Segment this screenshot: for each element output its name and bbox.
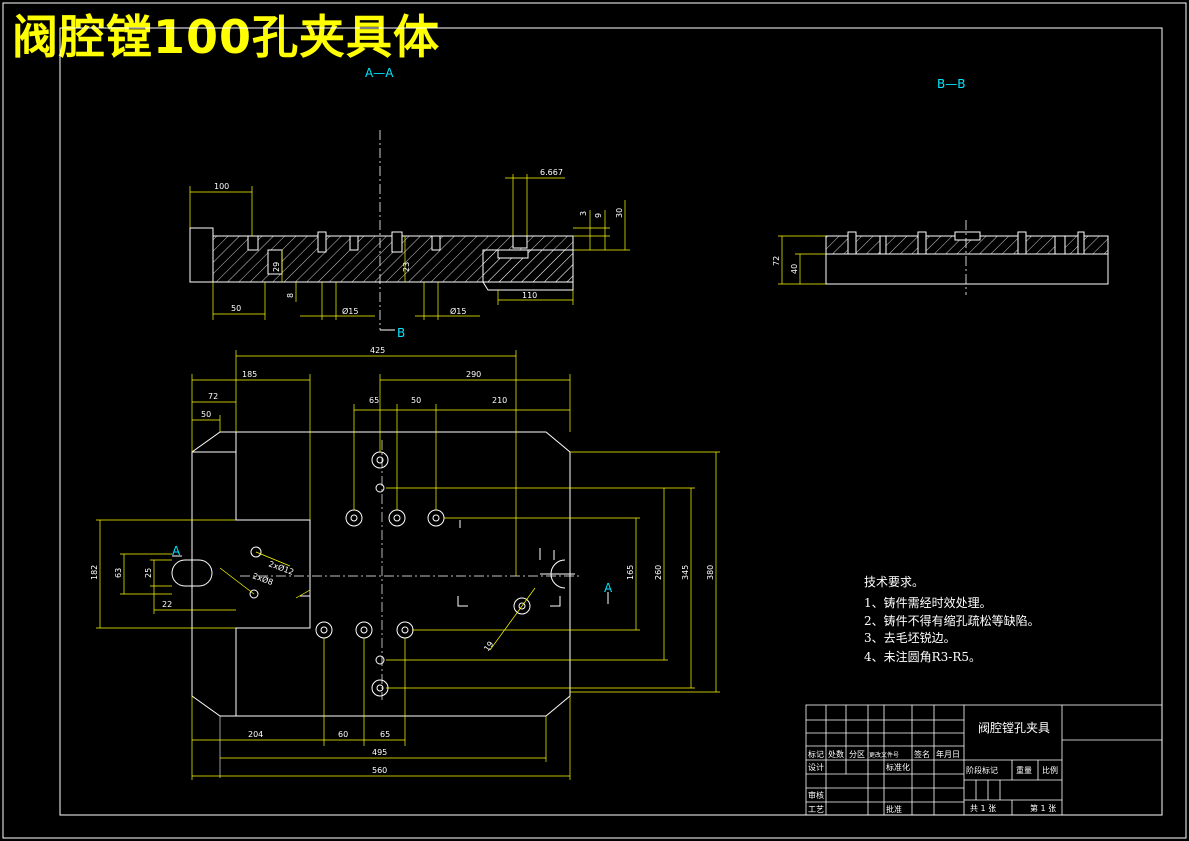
- dim-72: 72: [772, 256, 781, 266]
- dim-50-aa: 50: [231, 304, 241, 313]
- technical-notes: 技术要求。 1、铸件需经时效处理。 2、铸件不得有缩孔疏松等缺陷。 3、去毛坯锐…: [864, 575, 1040, 664]
- note-1: 1、铸件需经时效处理。: [864, 595, 992, 610]
- dim-345: 345: [681, 565, 690, 580]
- marker-b: B: [397, 326, 405, 340]
- dim-425: 425: [370, 346, 385, 355]
- plan-view: A A 425 185 290 72 65 50 210 50 165 260 …: [90, 346, 720, 780]
- dim-25: 25: [144, 568, 153, 578]
- section-aa-view: A—A: [189, 66, 630, 340]
- dim-63: 63: [114, 568, 123, 578]
- dim-60: 60: [338, 730, 348, 739]
- tb-label-count: 处数: [828, 749, 844, 759]
- dim-65-bottom: 65: [380, 730, 390, 739]
- title-block-part-name: 阀腔镗孔夹具: [978, 720, 1050, 735]
- tb-label-change-doc: 更改文件号: [869, 751, 899, 759]
- tb-review: 审核: [808, 790, 824, 800]
- tb-standard: 标准化: [886, 762, 910, 772]
- dim-9: 9: [594, 213, 603, 218]
- dim-8: 8: [286, 293, 295, 298]
- tb-stage-mark: 阶段标记: [966, 765, 998, 775]
- dim-100: 100: [214, 182, 229, 191]
- plan-outline: [191, 431, 571, 717]
- section-aa-label: A—A: [365, 66, 394, 80]
- dim-204: 204: [248, 730, 263, 739]
- tb-scale: 比例: [1042, 765, 1058, 775]
- dim-22: 22: [162, 600, 172, 609]
- dim-50-top: 50: [411, 396, 421, 405]
- notes-heading: 技术要求。: [864, 575, 924, 589]
- dim-2xd8: 2xØ8: [251, 570, 274, 587]
- title-block: 阀腔镗孔夹具 标记 处数 分区 更改文件号 签名 年月日 设计 标准化 审核 工…: [805, 704, 1163, 816]
- note-4: 4、未注圆角R3-R5。: [864, 649, 981, 664]
- dim-560: 560: [372, 766, 387, 775]
- dim-40: 40: [790, 264, 799, 274]
- dim-495: 495: [372, 748, 387, 757]
- dim-110: 110: [522, 291, 537, 300]
- inner-border: [59, 27, 1163, 816]
- tb-label-zone: 分区: [849, 750, 865, 759]
- dim-165: 165: [626, 565, 635, 580]
- dim-19: 19: [482, 640, 495, 654]
- drawing-title: 阀腔镗100孔夹具体: [12, 10, 441, 64]
- dim-2xd12: 2xØ12: [267, 558, 295, 576]
- dim-260: 260: [654, 565, 663, 580]
- marker-a-left: A: [172, 544, 181, 558]
- dim-210: 210: [492, 396, 507, 405]
- section-bb-view: B—B 72 40: [772, 77, 1109, 295]
- dim-d15-right: Ø15: [450, 306, 466, 316]
- section-bb-label: B—B: [937, 77, 965, 91]
- dim-182: 182: [90, 565, 99, 580]
- marker-a-right: A: [604, 581, 613, 595]
- dim-3: 3: [579, 211, 588, 216]
- tb-design: 设计: [808, 762, 824, 772]
- note-2: 2、铸件不得有缩孔疏松等缺陷。: [864, 613, 1040, 628]
- dim-30: 30: [615, 208, 624, 218]
- dim-d15-left: Ø15: [342, 306, 358, 316]
- tb-sheet-total: 共 1 张: [970, 804, 996, 813]
- tb-process: 工艺: [808, 805, 824, 814]
- tb-approve: 批准: [886, 804, 902, 814]
- dim-23: 23: [402, 262, 411, 272]
- tb-label-date: 年月日: [936, 749, 960, 759]
- dim-50-left: 50: [201, 410, 211, 419]
- tb-label-mark: 标记: [808, 749, 824, 759]
- dim-29: 29: [272, 262, 281, 272]
- dim-65-top: 65: [369, 396, 379, 405]
- dim-72-plan: 72: [208, 392, 218, 401]
- dim-185: 185: [242, 370, 257, 379]
- tb-label-sign: 签名: [914, 749, 930, 759]
- tb-weight: 重量: [1016, 765, 1032, 775]
- dim-380: 380: [706, 565, 715, 580]
- tb-sheet-no: 第 1 张: [1030, 803, 1056, 813]
- dim-290: 290: [466, 370, 481, 379]
- note-3: 3、去毛坯锐边。: [864, 631, 956, 645]
- dim-6667: 6.667: [540, 168, 563, 177]
